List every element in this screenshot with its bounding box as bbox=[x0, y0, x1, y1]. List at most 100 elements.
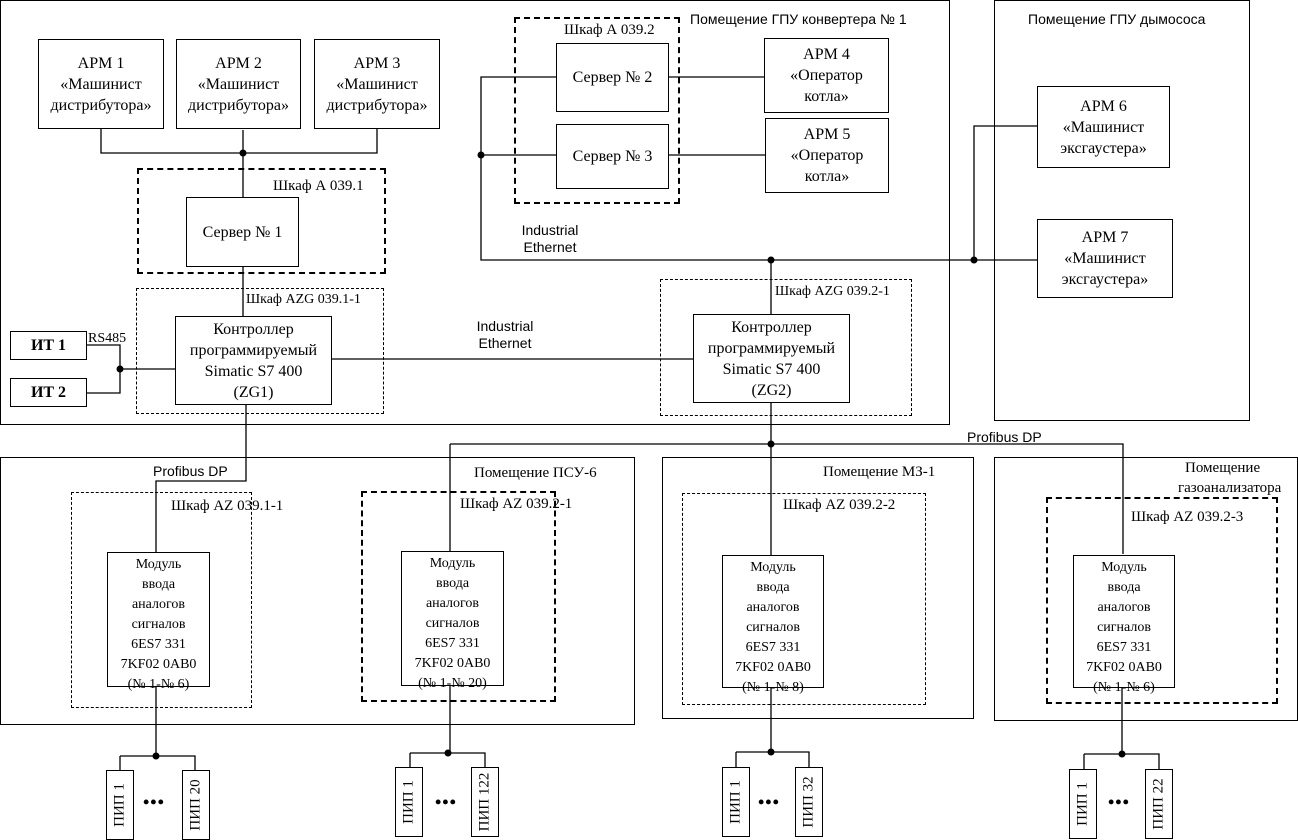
arm-role: дистрибутора» bbox=[50, 96, 152, 114]
cabinet-label-a-039-1: Шкаф А 039.1 bbox=[273, 178, 364, 194]
cabinet-label-azg-039-1-1: Шкаф AZG 039.1-1 bbox=[246, 292, 361, 307]
room-label-mz1: Помещение МЗ-1 bbox=[823, 464, 936, 480]
room-label-gas-2: газоанализатора bbox=[1178, 480, 1282, 496]
arm-role: «Машинист bbox=[336, 75, 418, 93]
wire-arm-bus bbox=[100, 128, 378, 198]
module-az-039-1-1[interactable]: Модуль ввода аналогов сигналов 6ES7 331 … bbox=[107, 552, 210, 692]
arm-name: АРМ 5 bbox=[803, 126, 851, 143]
module-line: 6ES7 331 bbox=[425, 636, 480, 651]
wire-profibus-1 bbox=[155, 404, 247, 552]
sensor-label: ПИП 32 bbox=[800, 776, 817, 828]
arm-name: АРМ 3 bbox=[353, 54, 401, 72]
junction-dot bbox=[1118, 750, 1126, 758]
module-line: 7KF02 0AB0 bbox=[120, 657, 197, 672]
sensor-first[interactable]: ПИП 1 bbox=[1069, 769, 1097, 839]
arm-3[interactable]: АРМ 3 «Машинист дистрибутора» bbox=[314, 39, 440, 129]
ellipsis-icon: ••• bbox=[1108, 792, 1130, 812]
arm-role: дистрибутора» bbox=[188, 96, 289, 114]
server-1[interactable]: Сервер № 1 bbox=[186, 197, 299, 267]
module-line: Модуль bbox=[1101, 560, 1147, 575]
sensor-last[interactable]: ПИП 20 bbox=[182, 770, 210, 840]
sensor-label: ПИП 1 bbox=[111, 783, 128, 827]
arm-name: АРМ 7 bbox=[1081, 229, 1129, 246]
sensor-first[interactable]: ПИП 1 bbox=[722, 767, 750, 837]
wire-sensors-2 bbox=[409, 684, 486, 768]
arm-2[interactable]: АРМ 2 «Машинист дистрибутора» bbox=[176, 39, 301, 129]
it-label: ИТ 1 bbox=[30, 337, 67, 354]
controller-line: Контроллер bbox=[731, 318, 812, 336]
cabinet-az-039-2-3 bbox=[1046, 497, 1278, 704]
module-az-039-2-1[interactable]: Модуль ввода аналогов сигналов 6ES7 331 … bbox=[401, 551, 504, 691]
server-2[interactable]: Сервер № 2 bbox=[556, 43, 669, 112]
arm-role: котла» bbox=[804, 88, 849, 105]
controller-line: Simatic S7 400 bbox=[204, 362, 303, 380]
wire-sensors-1 bbox=[119, 686, 196, 771]
sensor-last[interactable]: ПИП 32 bbox=[795, 767, 823, 837]
sensor-last[interactable]: ПИП 22 bbox=[1145, 769, 1173, 839]
arm-role: эксгаустера» bbox=[1060, 139, 1147, 157]
junction-dot bbox=[767, 256, 775, 264]
module-az-039-2-2[interactable]: Модуль ввода аналогов сигналов 6ES7 331 … bbox=[722, 555, 824, 695]
junction-dot bbox=[116, 365, 124, 373]
bus-label-line: Ethernet bbox=[523, 239, 577, 255]
module-line: аналогов bbox=[425, 596, 480, 611]
sensor-label: ПИП 1 bbox=[1074, 782, 1091, 826]
cabinet-label-a-039-2: Шкаф А 039.2 bbox=[564, 22, 655, 38]
module-line: сигналов bbox=[1097, 620, 1151, 635]
arm-5[interactable]: АРМ 5 «Оператор котла» bbox=[765, 118, 889, 193]
module-az-039-2-3[interactable]: Модуль ввода аналогов сигналов 6ES7 331 … bbox=[1073, 555, 1175, 695]
room-label-gpu-smoke: Помещение ГПУ дымососа bbox=[1028, 11, 1206, 27]
arm-name: АРМ 1 bbox=[77, 54, 125, 72]
arm-role: «Машинист bbox=[1064, 250, 1146, 267]
cabinet-az-039-1-1 bbox=[71, 492, 252, 708]
arm-name: АРМ 2 bbox=[215, 54, 262, 72]
ellipsis-icon: ••• bbox=[435, 792, 457, 812]
controller-line: программируемый bbox=[707, 339, 836, 357]
server-3[interactable]: Сервер № 3 bbox=[556, 124, 669, 189]
arm-role: «Оператор bbox=[790, 67, 863, 84]
controller-line: (ZG2) bbox=[751, 381, 792, 399]
module-line: Модуль bbox=[135, 557, 182, 572]
controller-line: (ZG1) bbox=[233, 383, 274, 401]
bus-label-profibus-1: Profibus DP bbox=[153, 463, 228, 479]
it-1[interactable]: ИТ 1 bbox=[10, 331, 87, 360]
module-line: (№ 1-№ 6) bbox=[1093, 680, 1155, 695]
junction-dot bbox=[239, 149, 247, 157]
module-line: 6ES7 331 bbox=[131, 637, 186, 652]
module-line: 6ES7 331 bbox=[1096, 640, 1152, 655]
arm-role: «Машинист bbox=[197, 75, 280, 93]
arm-7[interactable]: АРМ 7 «Машинист эксгаустера» bbox=[1037, 219, 1173, 298]
module-line: 7KF02 0AB0 bbox=[735, 660, 811, 675]
junction-dot bbox=[152, 752, 160, 760]
sensor-first[interactable]: ПИП 1 bbox=[395, 767, 423, 837]
module-line: ввода bbox=[141, 577, 176, 592]
bus-label-line: Industrial bbox=[476, 318, 534, 334]
sensor-label: ПИП 122 bbox=[476, 772, 493, 832]
it-label: ИТ 2 bbox=[30, 384, 67, 401]
it-2[interactable]: ИТ 2 bbox=[10, 378, 87, 407]
arm-1[interactable]: АРМ 1 «Машинист дистрибутора» bbox=[38, 39, 164, 129]
server-label: Сервер № 2 bbox=[572, 69, 653, 86]
cabinet-label-az-039-1-1: Шкаф AZ 039.1-1 bbox=[171, 498, 284, 514]
controller-zg1[interactable]: Контроллер программируемый Simatic S7 40… bbox=[175, 316, 332, 405]
module-line: (№ 1-№ 8) bbox=[742, 680, 804, 695]
arm-role: «Машинист bbox=[60, 75, 142, 93]
sensor-label: ПИП 20 bbox=[187, 779, 204, 831]
arm-6[interactable]: АРМ 6 «Машинист эксгаустера» bbox=[1037, 86, 1170, 168]
sensor-label: ПИП 22 bbox=[1150, 778, 1167, 830]
module-line: 7KF02 0AB0 bbox=[1086, 660, 1162, 675]
room-mz1 bbox=[662, 457, 974, 719]
module-line: аналогов bbox=[1097, 600, 1151, 615]
cabinet-label-az-039-2-3: Шкаф AZ 039.2-3 bbox=[1131, 509, 1244, 525]
module-line: аналогов bbox=[131, 597, 186, 612]
controller-line: программируемый bbox=[189, 341, 318, 359]
sensor-first[interactable]: ПИП 1 bbox=[106, 770, 134, 840]
bus-label-profibus-2: Profibus DP bbox=[967, 429, 1042, 445]
server-label: Сервер № 3 bbox=[572, 148, 653, 165]
module-line: аналогов bbox=[746, 600, 800, 615]
bus-label-line: Ethernet bbox=[478, 335, 532, 351]
sensor-last[interactable]: ПИП 122 bbox=[471, 767, 499, 837]
controller-zg2[interactable]: Контроллер программируемый Simatic S7 40… bbox=[693, 314, 850, 403]
arm-4[interactable]: АРМ 4 «Оператор котла» bbox=[764, 38, 889, 113]
